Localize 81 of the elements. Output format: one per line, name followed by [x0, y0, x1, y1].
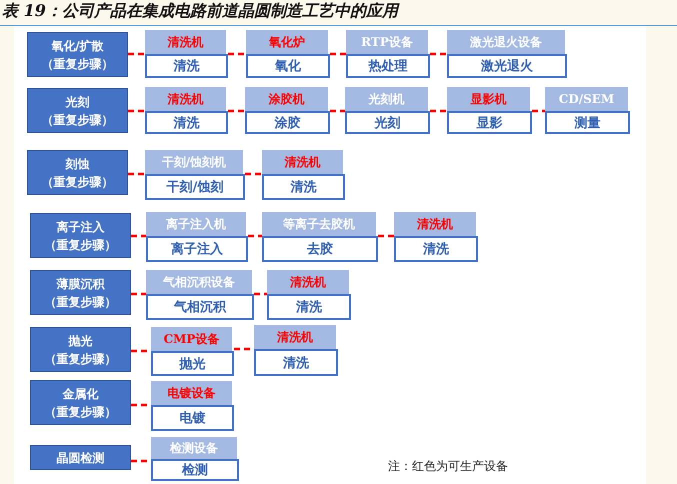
- equipment-label: 激光退火设备: [447, 30, 565, 54]
- dashed-connector: [254, 292, 267, 296]
- step-box: 氧化: [246, 54, 330, 78]
- equipment-label: 显影机: [447, 87, 530, 111]
- step-box: 去胶: [262, 236, 378, 262]
- step-box: 离子注入: [146, 236, 248, 262]
- process-name: 刻蚀: [66, 156, 90, 172]
- dashed-connector: [228, 110, 245, 112]
- process-note: （重复步骤）: [44, 294, 116, 310]
- equipment-label: 清洗机: [145, 87, 226, 111]
- dashed-connector: [228, 52, 246, 56]
- equipment-label: RTP设备: [346, 30, 428, 54]
- process-box: [27, 88, 128, 133]
- process-note: （重复步骤）: [44, 236, 116, 254]
- equipment-label: 清洗机: [145, 30, 226, 54]
- equipment-label: 电镀设备: [151, 381, 232, 405]
- dashed-connector: [128, 52, 145, 56]
- step-box: 清洗: [145, 111, 228, 134]
- dashed-connector: [430, 52, 447, 56]
- dashed-connector: [330, 52, 346, 56]
- dashed-connector: [378, 234, 394, 238]
- process-name: 晶圆检测: [56, 450, 104, 466]
- title: 表 19：公司产品在集成电路前道晶圆制造工艺中的应用: [2, 0, 398, 22]
- step-box: 清洗: [254, 349, 338, 376]
- process-note: （重复步骤）: [42, 112, 114, 128]
- process-note: （重复步骤）: [44, 350, 116, 368]
- process-name: 离子注入: [56, 218, 104, 236]
- equipment-label: 清洗机: [394, 212, 476, 236]
- process-box: [30, 213, 131, 258]
- step-box: 抛光: [151, 351, 234, 376]
- step-box: 气相沉积: [146, 294, 254, 320]
- process-name: 薄膜沉积: [56, 276, 104, 292]
- process-note: （重复步骤）: [42, 56, 114, 72]
- equipment-label: 氧化炉: [246, 30, 328, 54]
- equipment-label: 清洗机: [254, 325, 336, 349]
- process-name: 光刻: [66, 94, 90, 110]
- dashed-connector: [131, 234, 146, 238]
- step-box: 涂胶: [245, 111, 330, 134]
- step-box: 清洗: [394, 236, 478, 262]
- equipment-label: CD/SEM: [545, 87, 628, 111]
- step-box: 电镀: [151, 405, 234, 431]
- equipment-label: CMP设备: [151, 327, 232, 351]
- process-box: [30, 380, 131, 425]
- step-box: 激光退火: [447, 54, 567, 78]
- dashed-connector: [128, 110, 145, 112]
- process-box: [27, 32, 128, 77]
- equipment-label: 涂胶机: [245, 87, 328, 111]
- process-name: 金属化: [62, 386, 98, 402]
- equipment-label: 等离子去胶机: [262, 212, 376, 236]
- step-box: 测量: [545, 111, 630, 134]
- note: 注：红色为可生产设备: [388, 458, 508, 475]
- equipment-label: 清洗机: [267, 270, 349, 294]
- dashed-connector: [430, 110, 447, 112]
- process-box: [30, 445, 131, 470]
- dashed-connector: [245, 172, 262, 176]
- step-box: 清洗: [267, 294, 351, 320]
- dashed-connector: [128, 172, 145, 176]
- equipment-label: 光刻机: [345, 87, 428, 111]
- process-name: 抛光: [68, 332, 92, 350]
- equipment-label: 清洗机: [262, 150, 343, 174]
- dashed-connector: [330, 110, 345, 112]
- step-box: 热处理: [346, 54, 430, 78]
- process-note: （重复步骤）: [42, 174, 114, 190]
- step-box: 检测: [151, 459, 239, 481]
- equipment-label: 离子注入机: [146, 212, 246, 236]
- step-box: 干刻/蚀刻: [145, 174, 245, 200]
- process-box: [27, 150, 128, 195]
- equipment-label: 气相沉积设备: [146, 270, 252, 294]
- step-box: 光刻: [345, 111, 430, 134]
- process-box: [30, 327, 131, 372]
- dashed-connector: [532, 110, 545, 112]
- dashed-connector: [248, 234, 262, 238]
- process-name: 氧化/扩散: [51, 38, 104, 54]
- step-box: 清洗: [145, 54, 228, 78]
- equipment-label: 干刻/蚀刻机: [145, 150, 243, 174]
- process-note: （重复步骤）: [44, 404, 116, 420]
- equipment-label: 检测设备: [151, 437, 237, 459]
- dashed-connector: [131, 292, 146, 296]
- step-box: 显影: [447, 111, 532, 134]
- step-box: 清洗: [262, 174, 345, 200]
- process-box: [30, 270, 131, 315]
